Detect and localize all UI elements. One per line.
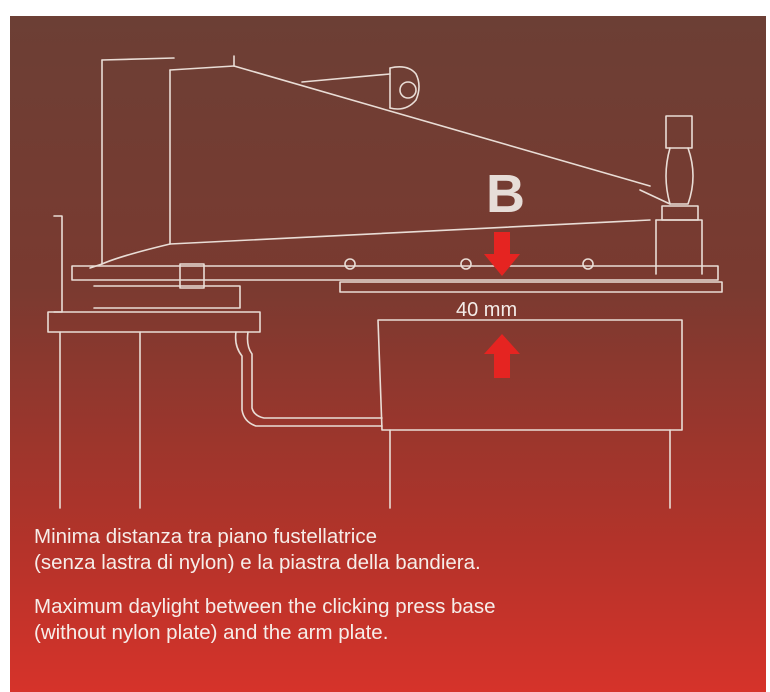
caption-english: Maximum daylight between the clicking pr… (34, 594, 754, 646)
adjustment-knob (301, 66, 420, 110)
press-arm (89, 219, 651, 269)
arrow-up-icon (484, 334, 520, 378)
caption-italian-line-2: (senza lastra di nylon) e la piastra del… (34, 551, 481, 574)
base-rail (71, 258, 723, 293)
clicking-press-drawing: B 40 mm (47, 55, 723, 509)
caption-english-line-2: (without nylon plate) and the arm plate. (34, 621, 389, 644)
work-table (377, 319, 683, 509)
caption-italian: Minima distanza tra piano fustellatrice … (34, 524, 754, 576)
diagram-panel: B 40 mm (10, 16, 766, 692)
right-post (639, 115, 703, 275)
arrow-down-icon (484, 232, 520, 276)
marker-label-b: B (486, 164, 525, 224)
press-column (101, 55, 651, 265)
left-frame (47, 215, 383, 509)
caption-english-line-1: Maximum daylight between the clicking pr… (34, 595, 496, 618)
distance-label: 40 mm (456, 299, 517, 321)
caption-italian-line-1: Minima distanza tra piano fustellatrice (34, 525, 377, 548)
